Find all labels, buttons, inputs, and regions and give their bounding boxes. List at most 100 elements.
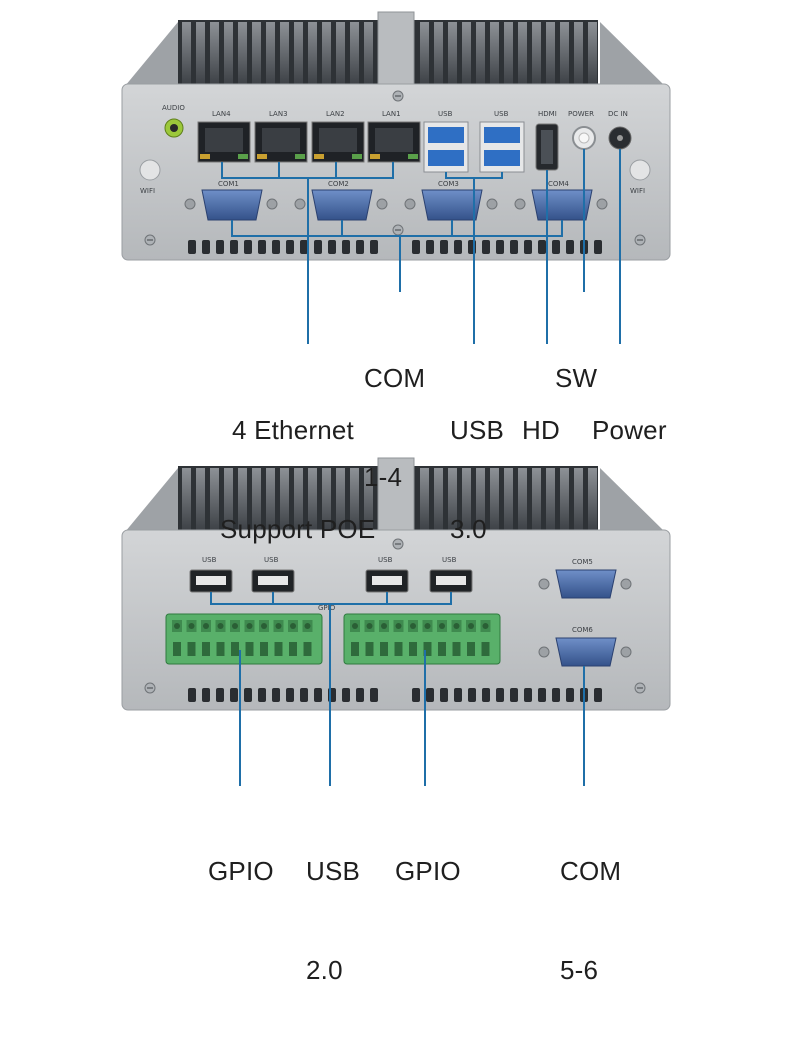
heatsink-fin [238, 468, 247, 532]
terminal-socket [245, 642, 254, 656]
com6-label: COM6 [572, 626, 593, 634]
front-leader-lines [221, 149, 621, 344]
terminal-socket [202, 642, 210, 656]
terminal-screw-head [275, 623, 282, 629]
callout-com-line2: 1-4 [364, 462, 403, 492]
wifi-left-label: WIFI [140, 187, 155, 195]
heatsink-fin [210, 468, 219, 532]
heatsink-fin [252, 468, 261, 532]
terminal-socket [351, 642, 359, 656]
vent-slot [552, 688, 560, 702]
vent-slot [300, 688, 308, 702]
heatsink-fin [588, 22, 597, 86]
vent-slot [300, 240, 308, 254]
terminal-socket [274, 642, 283, 656]
vent-slot [188, 688, 196, 702]
terminal-socket [303, 642, 312, 656]
heatsink-fin [280, 22, 289, 86]
com6-port: COM6 [538, 626, 632, 667]
vent-slot [510, 240, 518, 254]
vent-slot [188, 240, 196, 254]
terminal-screw-head [261, 623, 267, 629]
terminal-socket [289, 642, 297, 656]
heatsink-fin [546, 22, 555, 86]
heatsink-fin [490, 468, 499, 532]
vent-slot [370, 240, 378, 254]
heatsink-fin [280, 468, 289, 532]
callout-com-line1: COM [364, 363, 426, 393]
front-panel: AUDIO WIFI WIFI LAN4 LAN3 [121, 11, 671, 344]
heatsink-fin [434, 468, 443, 532]
terminal-socket [438, 642, 446, 656]
vent-slot [272, 688, 280, 702]
callout-gpio-left: GPIO [208, 789, 274, 954]
audio-label: AUDIO [162, 104, 185, 112]
terminal-socket [365, 642, 374, 656]
terminal-screw-head [188, 623, 195, 629]
heatsink-fin [560, 22, 569, 86]
terminal-screw-head [232, 623, 238, 629]
vent-slot [566, 688, 574, 702]
terminal-screw-head [246, 623, 253, 629]
vent-slot [524, 240, 532, 254]
callout-com56-line2: 5-6 [560, 955, 599, 985]
heatsink-fin [434, 22, 443, 86]
lan4-label: LAN4 [212, 110, 231, 118]
usb3-ports: USB USB [423, 110, 525, 173]
terminal-socket [423, 642, 432, 656]
terminal-screw-head [366, 623, 373, 629]
lan3-port: LAN3 [254, 110, 308, 163]
callout-usb3-line2: 3.0 [450, 514, 487, 544]
callout-usb3: USB 3.0 [450, 348, 504, 612]
com1-4-ports: COM1 COM2 COM3 CO [184, 180, 608, 221]
terminal-socket [380, 642, 388, 656]
rear-leader-lines [210, 592, 585, 786]
front-heatsink [125, 11, 665, 87]
heatsink-fin [322, 22, 331, 86]
vent-slot [538, 688, 546, 702]
callout-usb2: USB 2.0 [306, 789, 360, 1053]
vent-slot [230, 240, 238, 254]
rear-heatsink [125, 457, 665, 533]
heatsink-fin [532, 468, 541, 532]
heatsink-fin [420, 22, 429, 86]
terminal-screw-head [352, 623, 358, 629]
power-label: POWER [568, 110, 594, 118]
callout-com-1-4: COM 1-4 [364, 296, 425, 560]
audio-jack: AUDIO [162, 104, 185, 138]
heatsink-fin [476, 468, 485, 532]
heatsink-fin [238, 22, 247, 86]
vent-slot [440, 688, 448, 702]
vent-slot [356, 688, 364, 702]
com1-port: COM1 [184, 180, 278, 221]
terminal-socket [452, 642, 461, 656]
terminal-screw-head [439, 623, 445, 629]
heatsink-fin [322, 468, 331, 532]
terminal-screw-head [453, 623, 460, 629]
terminal-screw-head [290, 623, 296, 629]
callout-usb2-line1: USB [306, 856, 361, 886]
heatsink-fin [196, 22, 205, 86]
heatsink-fin [364, 22, 373, 86]
heatsink-fin [308, 22, 317, 86]
usb2-4-label: USB [442, 556, 457, 564]
vent-slot [426, 240, 434, 254]
heatsink-fin [294, 468, 303, 532]
callout-gpio-left-line1: GPIO [208, 856, 274, 886]
callout-sw: SW [555, 296, 597, 461]
heatsink-fin [196, 468, 205, 532]
gpio-terminal-right [343, 613, 501, 665]
lan2-label: LAN2 [326, 110, 345, 118]
lan4-port: LAN4 [197, 110, 251, 163]
vent-slot [482, 688, 490, 702]
heatsink-fin [266, 468, 275, 532]
heatsink-fin [350, 468, 359, 532]
usb3-left-label: USB [438, 110, 453, 118]
vent-slot [496, 240, 504, 254]
heatsink-fin [518, 468, 527, 532]
com2-port: COM2 [294, 180, 388, 221]
callout-com-5-6: COM 5-6 [560, 789, 621, 1053]
vent-slot [510, 688, 518, 702]
callout-usb2-line2: 2.0 [306, 955, 343, 985]
terminal-screw-head [482, 623, 489, 629]
